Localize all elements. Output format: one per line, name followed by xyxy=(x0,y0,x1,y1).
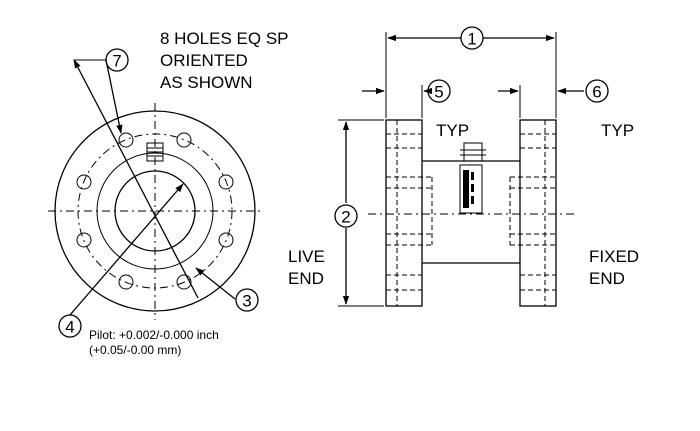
svg-text:1: 1 xyxy=(467,30,476,49)
typ-left-label: TYP xyxy=(436,121,469,140)
pilot-note-line2: (+0.05/-0.00 mm) xyxy=(89,343,181,357)
pilot-note-line1: Pilot: +0.002/-0.000 inch xyxy=(89,328,219,342)
live-end-line1: LIVE xyxy=(288,247,325,266)
svg-text:7: 7 xyxy=(112,52,121,71)
svg-text:3: 3 xyxy=(242,292,251,311)
holes-note-line3: AS SHOWN xyxy=(160,73,253,92)
side-view: 1 5 6 2 TYP TYP LIVE END FIXED E xyxy=(288,26,639,307)
live-end-line2: END xyxy=(288,269,324,288)
bolt-hole xyxy=(118,132,134,148)
connector-side xyxy=(459,142,486,214)
typ-right-label: TYP xyxy=(601,121,634,140)
bolt-hole xyxy=(76,232,92,248)
balloon-1: 1 xyxy=(460,26,484,50)
balloon-2: 2 xyxy=(334,204,358,228)
label-plate xyxy=(459,164,483,214)
svg-text:5: 5 xyxy=(434,83,443,102)
fixed-end-flange xyxy=(519,119,557,307)
connector-front xyxy=(146,142,164,162)
fixed-end-line1: FIXED xyxy=(589,247,639,266)
svg-text:4: 4 xyxy=(65,318,74,337)
fixed-end-line2: END xyxy=(589,269,625,288)
live-end-flange xyxy=(385,119,423,307)
leader-7 xyxy=(105,59,123,134)
balloon-4: 4 xyxy=(58,314,82,338)
bolt-hole xyxy=(176,132,192,148)
bolt-hole xyxy=(118,274,134,290)
bolt-hole xyxy=(218,232,234,248)
bolt-hole xyxy=(176,274,192,290)
balloon-6: 6 xyxy=(585,79,609,103)
front-view: 7 4 3 8 HOLES EQ SP ORIENTED AS SHOWN Pi… xyxy=(48,29,289,357)
leader-3 xyxy=(195,267,236,300)
balloon-5: 5 xyxy=(427,79,451,103)
balloon-3: 3 xyxy=(235,288,259,312)
bolt-hole xyxy=(76,174,92,190)
leader-4 xyxy=(69,183,184,316)
svg-text:2: 2 xyxy=(341,208,350,227)
hidden-lines xyxy=(386,120,556,306)
balloon-7: 7 xyxy=(105,48,129,72)
bolt-holes xyxy=(76,132,234,290)
holes-note-line1: 8 HOLES EQ SP xyxy=(160,29,289,48)
holes-note-line2: ORIENTED xyxy=(160,51,248,70)
svg-text:6: 6 xyxy=(592,83,601,102)
bolt-hole xyxy=(218,174,234,190)
hole-diameter-leader xyxy=(73,59,199,299)
